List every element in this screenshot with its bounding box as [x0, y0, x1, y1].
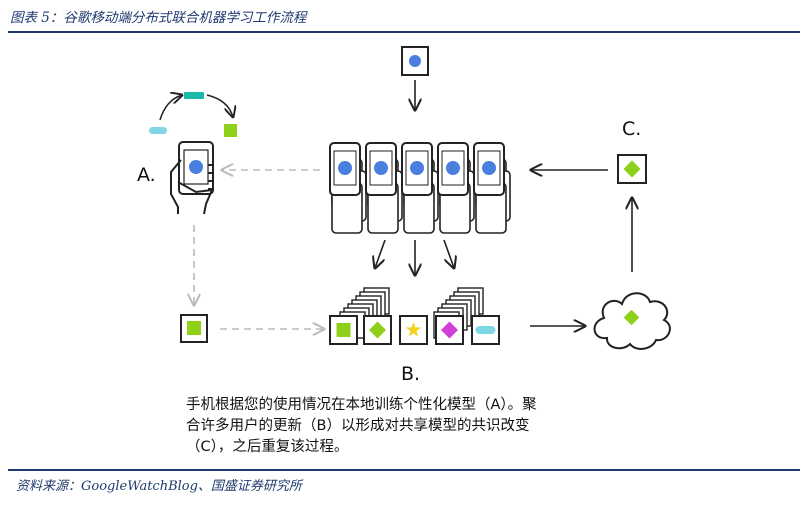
phone-cluster	[329, 142, 511, 234]
update-card	[399, 315, 428, 345]
phone-icon	[329, 142, 361, 196]
label-a: A.	[137, 164, 156, 186]
phone-icon	[365, 142, 397, 196]
phone-icon	[401, 142, 433, 196]
phone-icon	[473, 142, 505, 196]
update-card	[435, 315, 464, 345]
figure-title: 图表 5：谷歌移动端分布式联合机器学习工作流程	[10, 10, 307, 26]
shared-model-icon	[401, 46, 429, 76]
caption: 手机根据您的使用情况在本地训练个性化模型（A）。聚 合许多用户的更新（B）以形成…	[186, 395, 656, 458]
caption-line: 合许多用户的更新（B）以形成对共享模型的共识改变	[186, 418, 530, 434]
aggregate-arrow-left	[375, 239, 386, 268]
update-card	[471, 315, 500, 345]
consensus-change-icon	[617, 154, 647, 184]
update-card	[329, 315, 358, 345]
cloud-icon	[593, 292, 671, 350]
aggregate-arrow-right	[443, 239, 454, 268]
training-cycle-icon	[149, 92, 237, 137]
caption-line: （C），之后重复该过程。	[186, 439, 349, 455]
label-c: C.	[622, 118, 641, 140]
hand-with-phone-icon	[170, 141, 214, 215]
header-rule	[8, 31, 800, 33]
local-update-icon	[180, 314, 208, 343]
phone-icon	[437, 142, 469, 196]
update-stacks	[329, 287, 500, 345]
update-card	[363, 315, 392, 345]
footer-rule	[8, 469, 800, 471]
figure-source: 资料来源：GoogleWatchBlog、国盛证券研究所	[16, 479, 302, 494]
label-b: B.	[401, 363, 420, 385]
caption-line: 手机根据您的使用情况在本地训练个性化模型（A）。聚	[186, 397, 537, 413]
